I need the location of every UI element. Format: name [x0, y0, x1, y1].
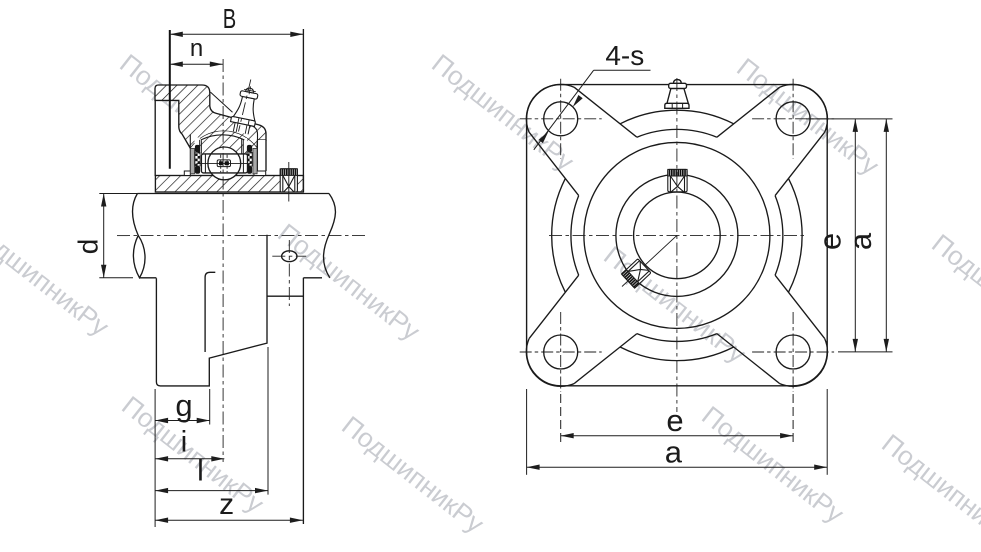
svg-text:ПодшипникРу: ПодшипникРу [116, 390, 270, 519]
svg-text:a: a [665, 435, 683, 470]
svg-text:n: n [190, 35, 203, 62]
svg-text:4-s: 4-s [605, 40, 644, 71]
svg-text:i: i [181, 426, 188, 459]
svg-text:g: g [175, 388, 192, 423]
svg-text:z: z [219, 488, 234, 521]
svg-text:ПодшипникРу: ПодшипникРу [336, 410, 490, 539]
svg-text:ПодшипникРу: ПодшипникРу [876, 428, 981, 552]
svg-text:B: B [223, 4, 236, 35]
svg-text:a: a [843, 232, 878, 250]
svg-text:e: e [666, 403, 683, 438]
svg-text:ПодшипникРу: ПодшипникРу [426, 48, 580, 177]
svg-text:ПодшипникРу: ПодшипникРу [0, 213, 115, 342]
svg-text:ПодшипникРу: ПодшипникРу [926, 228, 981, 357]
svg-text:e: e [813, 233, 848, 250]
svg-text:ПодшипникРу: ПодшипникРу [272, 218, 426, 347]
svg-text:l: l [197, 455, 204, 488]
svg-text:d: d [73, 239, 104, 255]
svg-text:ПодшипникРу: ПодшипникРу [731, 52, 885, 181]
